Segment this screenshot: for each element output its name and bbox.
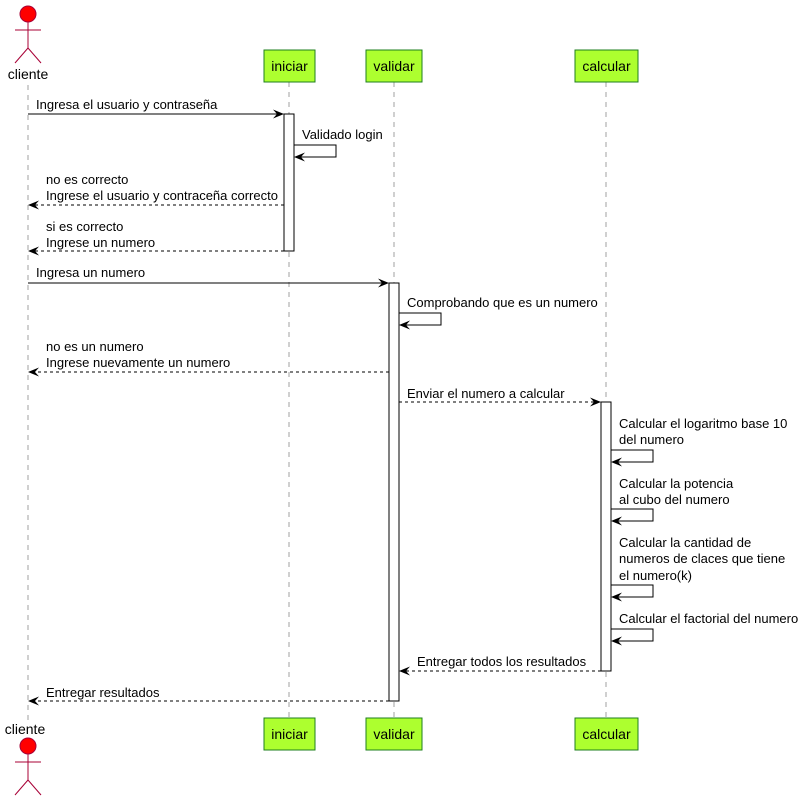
message-label: numeros de claces que tiene <box>619 551 785 566</box>
message-label: Ingrese el usuario y contraceña correcto <box>46 188 278 203</box>
arrowhead-icon <box>399 666 410 676</box>
activation-iniciar <box>283 113 295 252</box>
actor-label: cliente <box>5 721 46 737</box>
activation-calcular <box>600 401 612 672</box>
message-entregar-todos: Entregar todos los resultados <box>399 654 601 676</box>
message-ingresa-numero: Ingresa un numero <box>28 265 389 288</box>
message-label: Entregar todos los resultados <box>417 654 587 669</box>
message-ingresa-usuario: Ingresa el usuario y contraseña <box>28 97 284 119</box>
message-validado-login: Validado login <box>294 127 383 162</box>
message-label: Calcular el factorial del numero <box>619 611 798 626</box>
actor-cliente-top: cliente <box>8 5 49 82</box>
participant-label: calcular <box>582 726 631 742</box>
participant-calcular-top: calcular <box>574 49 639 83</box>
message-no-es-correcto: no es correcto Ingrese el usuario y cont… <box>28 172 284 210</box>
message-label: el numero(k) <box>619 568 692 583</box>
actor-body-icon <box>14 22 42 64</box>
message-label: no es un numero <box>46 339 144 354</box>
participant-validar-bottom: validar <box>365 717 423 751</box>
message-potencia: Calcular la potencia al cubo del numero <box>611 476 734 526</box>
actor-head-icon <box>19 737 37 755</box>
message-enviar-numero: Enviar el numero a calcular <box>399 386 601 407</box>
message-label: Ingrese un numero <box>46 235 155 250</box>
actor-head-icon <box>19 5 37 23</box>
participant-label: iniciar <box>271 58 308 74</box>
message-si-es-correcto: si es correcto Ingrese un numero <box>28 219 284 256</box>
arrowhead-icon <box>294 152 305 162</box>
message-label: Enviar el numero a calcular <box>407 386 565 401</box>
actor-label: cliente <box>8 66 49 82</box>
message-label: Entregar resultados <box>46 685 160 700</box>
message-label: Validado login <box>302 127 383 142</box>
arrowhead-icon <box>611 636 622 646</box>
arrowhead-icon <box>28 367 39 377</box>
message-label: Ingresa un numero <box>36 265 145 280</box>
arrowhead-icon <box>273 109 284 119</box>
actor-body-icon <box>14 754 42 796</box>
arrowhead-icon <box>611 592 622 602</box>
participant-label: validar <box>373 726 415 742</box>
message-label: no es correcto <box>46 172 128 187</box>
activation-validar <box>388 282 400 702</box>
arrowhead-icon <box>399 320 410 330</box>
message-factorial: Calcular el factorial del numero <box>611 611 798 646</box>
message-label: Calcular el logaritmo base 10 <box>619 416 787 431</box>
message-label: Ingresa el usuario y contraseña <box>36 97 218 112</box>
participant-iniciar-top: iniciar <box>263 49 316 83</box>
message-label: Ingrese nuevamente un numero <box>46 355 230 370</box>
participant-iniciar-bottom: iniciar <box>263 717 316 751</box>
message-logaritmo: Calcular el logaritmo base 10 del numero <box>611 416 787 467</box>
message-entregar-resultados: Entregar resultados <box>28 685 389 706</box>
message-comprobando: Comprobando que es un numero <box>399 295 598 330</box>
message-no-es-numero: no es un numero Ingrese nuevamente un nu… <box>28 339 389 377</box>
arrowhead-icon <box>378 278 389 288</box>
participant-calcular-bottom: calcular <box>574 717 639 751</box>
arrowhead-icon <box>611 457 622 467</box>
arrowhead-icon <box>28 696 39 706</box>
message-cantidad: Calcular la cantidad de numeros de clace… <box>611 535 785 602</box>
participant-label: validar <box>373 58 415 74</box>
message-label: Calcular la potencia <box>619 476 734 491</box>
message-label: al cubo del numero <box>619 492 730 507</box>
arrowhead-icon <box>611 516 622 526</box>
arrowhead-icon <box>28 200 39 210</box>
participant-label: calcular <box>582 58 631 74</box>
participant-label: iniciar <box>271 726 308 742</box>
message-label: Comprobando que es un numero <box>407 295 598 310</box>
message-label: Calcular la cantidad de <box>619 535 751 550</box>
message-label: del numero <box>619 432 684 447</box>
message-label: si es correcto <box>46 219 123 234</box>
actor-cliente-bottom: cliente <box>5 721 46 796</box>
arrowhead-icon <box>590 397 601 407</box>
arrowhead-icon <box>28 246 39 256</box>
participant-validar-top: validar <box>365 49 423 83</box>
